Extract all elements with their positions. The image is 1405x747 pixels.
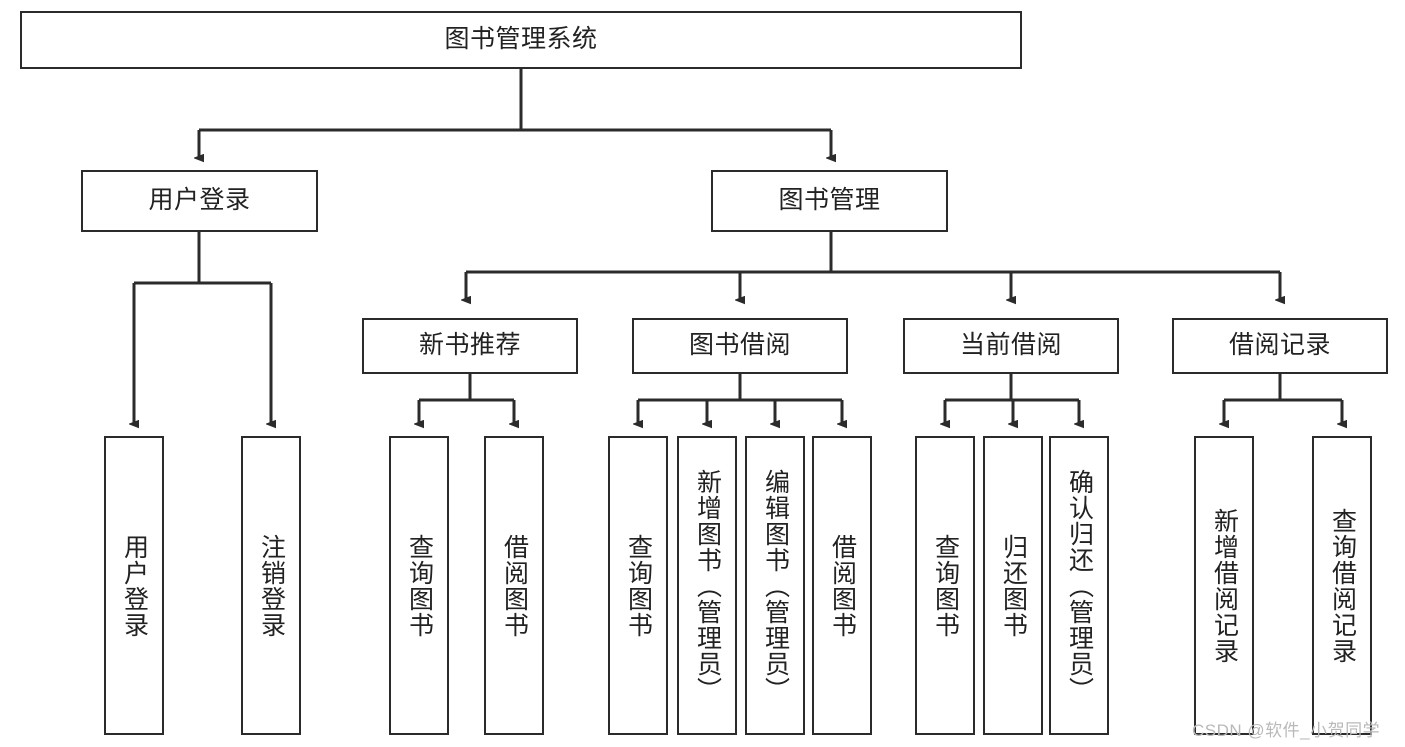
leaf-recommend-query-book[interactable]: 查询图书 [389,436,449,735]
node-label: 查询借阅记录 [1328,507,1357,664]
node-label: 新增借阅记录 [1210,507,1239,664]
leaf-borrow-borrow-book[interactable]: 借阅图书 [812,436,872,735]
node-root-book-management-system[interactable]: 图书管理系统 [20,11,1022,69]
node-label: 当前借阅 [959,331,1062,360]
leaf-borrow-add-book[interactable]: 新增图书（管理员） [677,436,737,735]
leaf-record-add-record[interactable]: 新增借阅记录 [1194,436,1254,735]
node-label: 图书借阅 [688,331,791,360]
leaf-current-return-book[interactable]: 归还图书 [983,436,1043,735]
node-label: 确认归还（管理员） [1065,468,1094,703]
node-user-login[interactable]: 用户登录 [81,170,318,232]
node-label: 新书推荐 [418,331,521,360]
leaf-current-query-book[interactable]: 查询图书 [915,436,975,735]
node-label: 图书管理 [778,186,881,215]
watermark-text: CSDN @软件_小贺同学 [1192,721,1381,740]
node-label: 编辑图书（管理员） [761,468,790,703]
node-label: 注销登录 [257,533,286,638]
leaf-user-login-logout[interactable]: 注销登录 [241,436,301,735]
leaf-current-confirm-return[interactable]: 确认归还（管理员） [1049,436,1109,735]
node-book-management[interactable]: 图书管理 [711,170,948,232]
node-label: 新增图书（管理员） [693,468,722,703]
node-label: 图书管理系统 [444,25,598,54]
node-label: 借阅图书 [828,533,857,638]
node-borrow-record[interactable]: 借阅记录 [1172,318,1388,374]
node-label: 用户登录 [120,533,149,638]
node-new-book-recommend[interactable]: 新书推荐 [362,318,578,374]
node-book-borrow[interactable]: 图书借阅 [632,318,848,374]
node-label: 查询图书 [405,533,434,638]
leaf-user-login-login[interactable]: 用户登录 [104,436,164,735]
node-label: 借阅记录 [1228,331,1331,360]
node-current-borrow[interactable]: 当前借阅 [903,318,1119,374]
node-label: 查询图书 [931,533,960,638]
node-label: 归还图书 [999,533,1028,638]
leaf-borrow-query-book[interactable]: 查询图书 [608,436,668,735]
leaf-recommend-borrow-book[interactable]: 借阅图书 [484,436,544,735]
leaf-record-query-record[interactable]: 查询借阅记录 [1312,436,1372,735]
leaf-borrow-edit-book[interactable]: 编辑图书（管理员） [745,436,805,735]
node-label: 借阅图书 [500,533,529,638]
node-label: 查询图书 [624,533,653,638]
node-label: 用户登录 [148,186,251,215]
